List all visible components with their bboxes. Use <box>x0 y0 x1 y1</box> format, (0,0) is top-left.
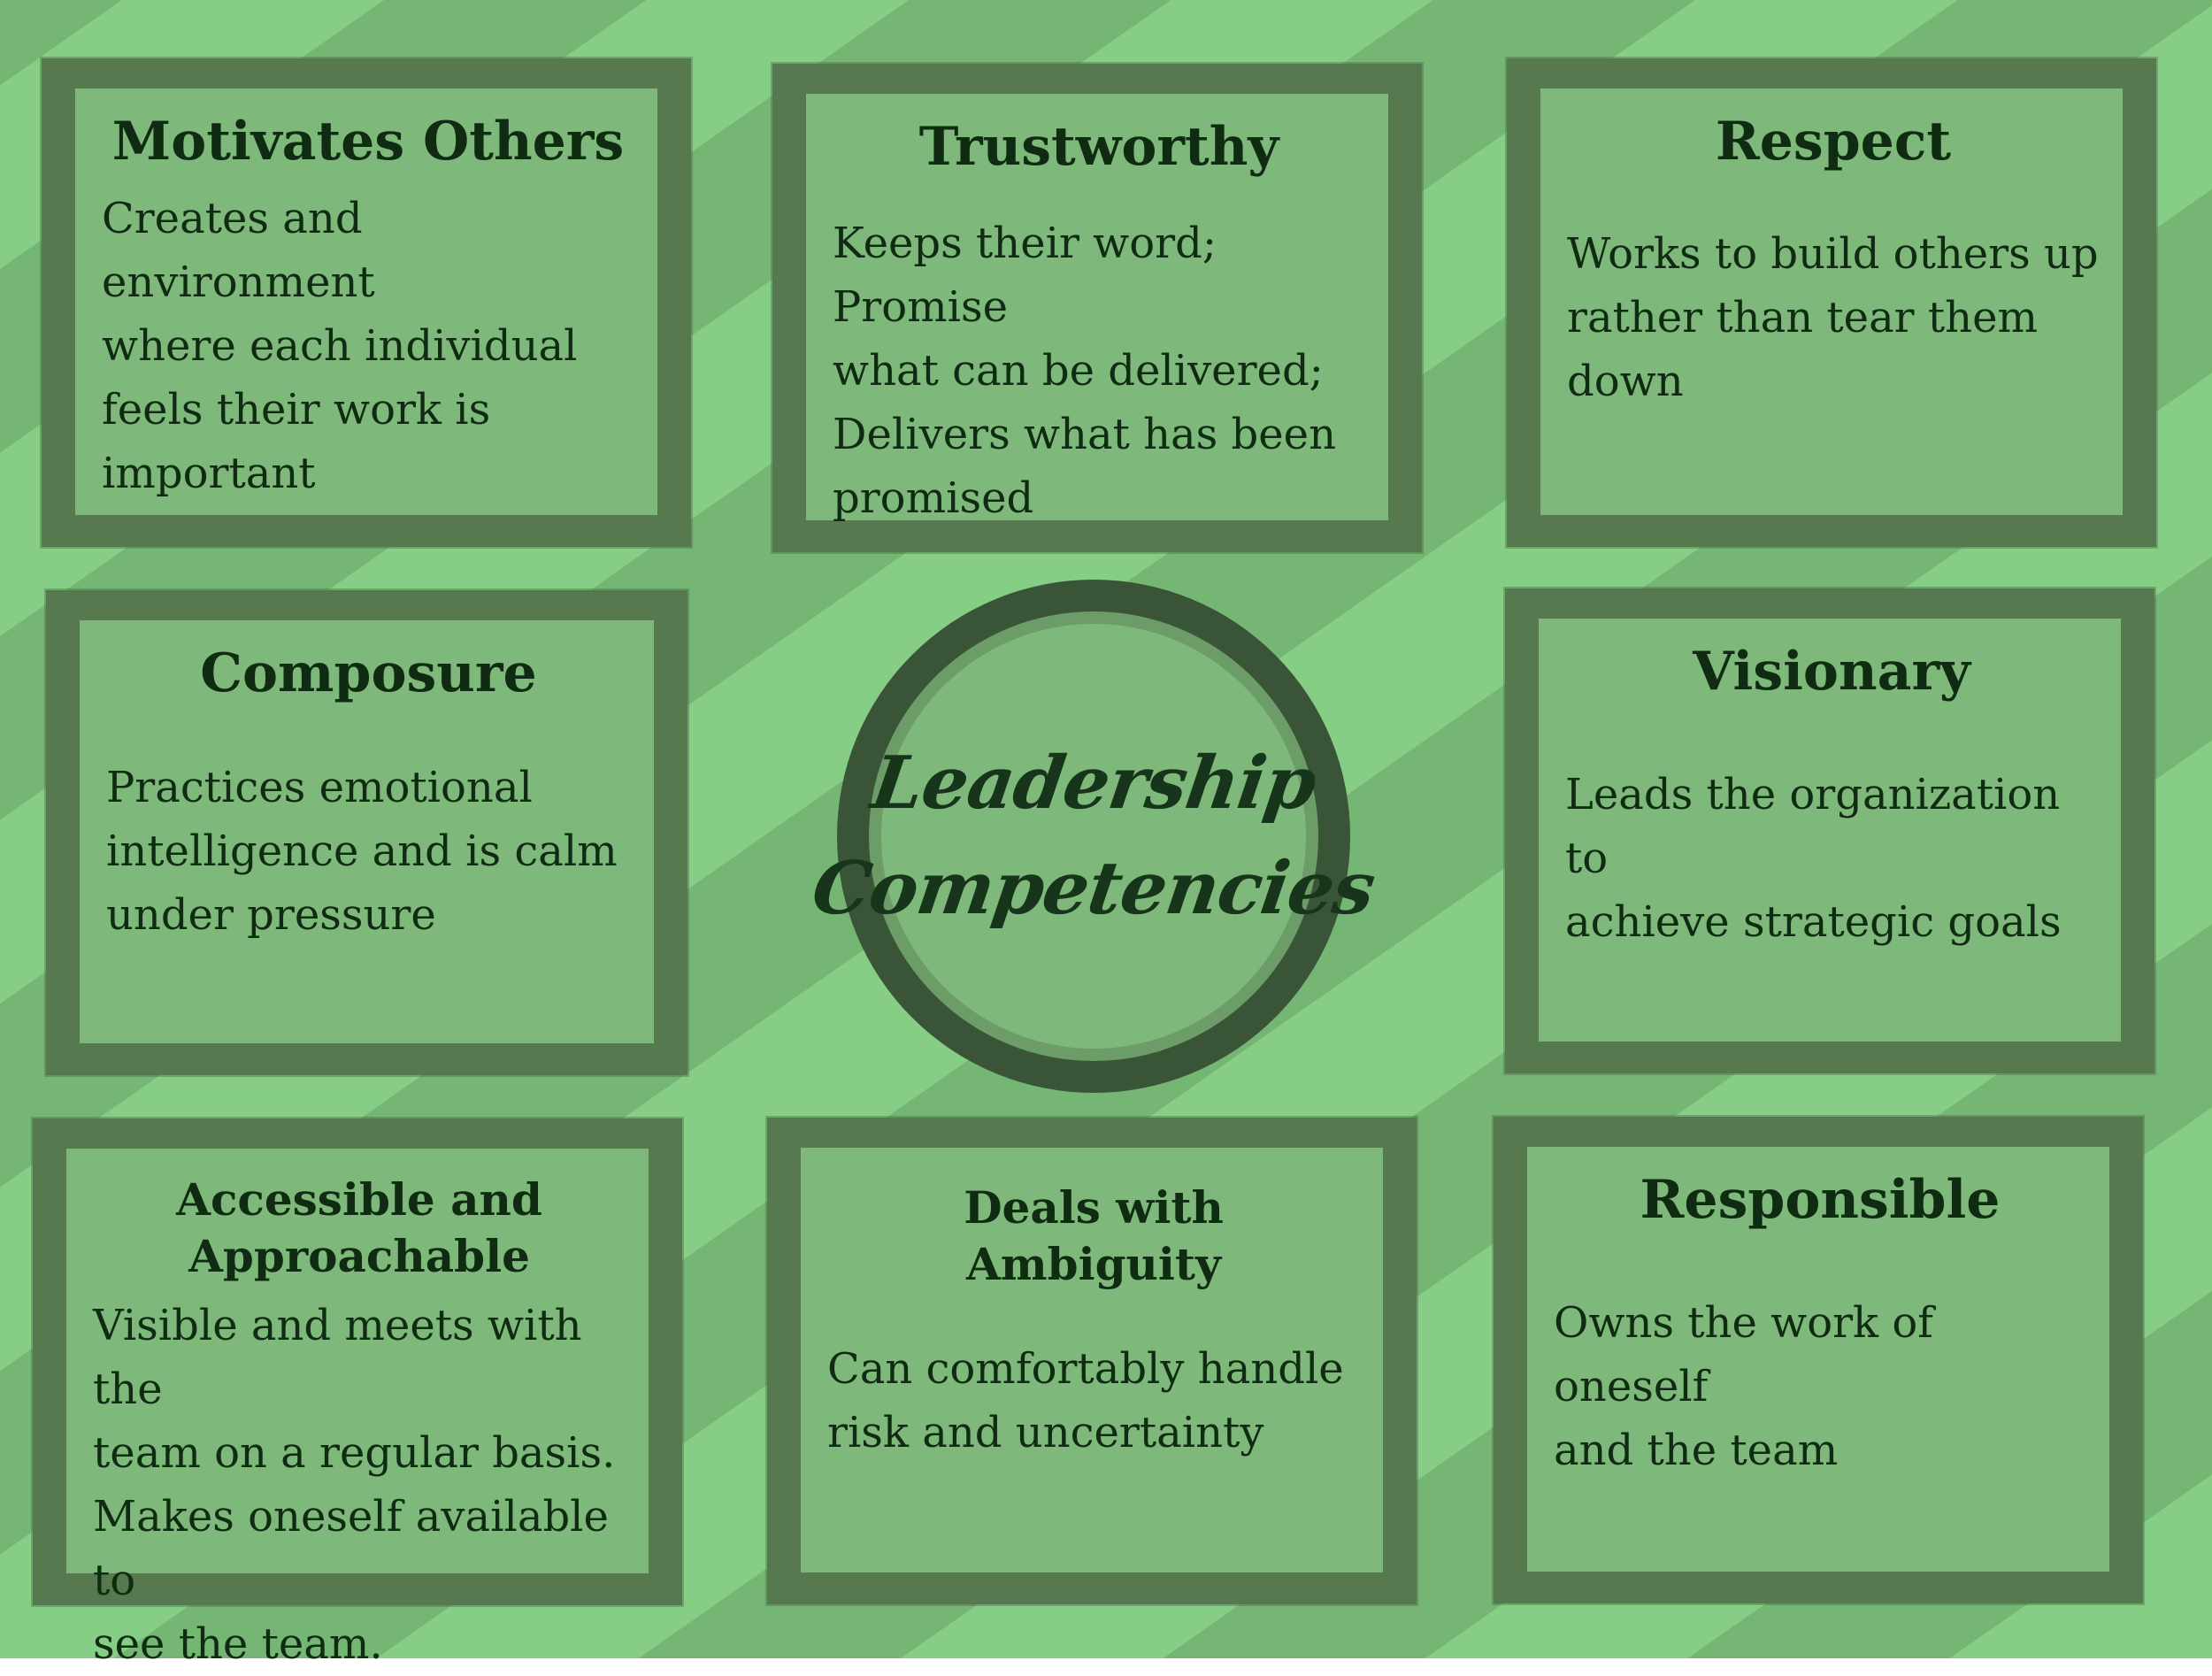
card-title: Responsible <box>1640 1169 2001 1231</box>
card-title: Deals with Ambiguity <box>964 1181 1224 1290</box>
center-badge-ring: Leadership Competencies <box>808 611 1379 1061</box>
competency-card-trustworthy: Trustworthy Keeps their word; Promise wh… <box>772 64 1422 552</box>
competency-card-motivates-others: Motivates Others Creates and environment… <box>42 58 691 547</box>
card-panel: Responsible Owns the work of oneself and… <box>1527 1147 2109 1572</box>
card-title: Motivates Others <box>111 111 625 173</box>
card-panel: Motivates Others Creates and environment… <box>75 88 657 515</box>
competency-card-composure: Composure Practices emotional intelligen… <box>46 590 687 1075</box>
card-description: Works to build others up rather than tea… <box>1567 228 2099 406</box>
card-title: Accessible and Approachable <box>176 1173 542 1282</box>
card-description: Leads the organization to achieve strate… <box>1565 769 2062 947</box>
card-title: Respect <box>1715 111 1952 173</box>
competency-card-responsible: Responsible Owns the work of oneself and… <box>1494 1117 2143 1603</box>
competency-card-deals-with-ambiguity: Deals with Ambiguity Can comfortably han… <box>767 1118 1417 1604</box>
card-title: Visionary <box>1693 641 1970 703</box>
center-badge-inner: Leadership Competencies <box>808 624 1379 1049</box>
card-panel: Visionary Leads the organization to achi… <box>1539 619 2121 1042</box>
card-panel: Trustworthy Keeps their word; Promise wh… <box>806 94 1388 523</box>
card-description: Keeps their word; Promise what can be de… <box>833 218 1336 523</box>
card-panel: Composure Practices emotional intelligen… <box>80 620 654 1043</box>
competency-card-accessible-approachable: Accessible and Approachable Visible and … <box>33 1119 682 1669</box>
card-title: Composure <box>200 642 537 704</box>
competency-card-visionary: Visionary Leads the organization to achi… <box>1505 588 2154 1073</box>
card-panel: Respect Works to build others up rather … <box>1540 88 2123 515</box>
center-title-line-1: Leadership <box>866 741 1321 826</box>
card-description: Creates and environment where each indiv… <box>102 193 578 498</box>
card-description: Owns the work of oneself and the team <box>1554 1297 1934 1475</box>
card-title: Trustworthy <box>918 116 1279 178</box>
center-title-line-2: Competencies <box>807 846 1380 931</box>
card-description: Can comfortably handle risk and uncertai… <box>827 1344 1344 1457</box>
card-description: Visible and meets with the team on a reg… <box>93 1301 616 1669</box>
card-panel: Deals with Ambiguity Can comfortably han… <box>801 1148 1383 1572</box>
card-description: Practices emotional intelligence and is … <box>106 762 618 940</box>
card-panel: Accessible and Approachable Visible and … <box>66 1149 649 1669</box>
competency-card-respect: Respect Works to build others up rather … <box>1507 58 2156 547</box>
center-badge: Leadership Competencies <box>808 580 1379 1093</box>
